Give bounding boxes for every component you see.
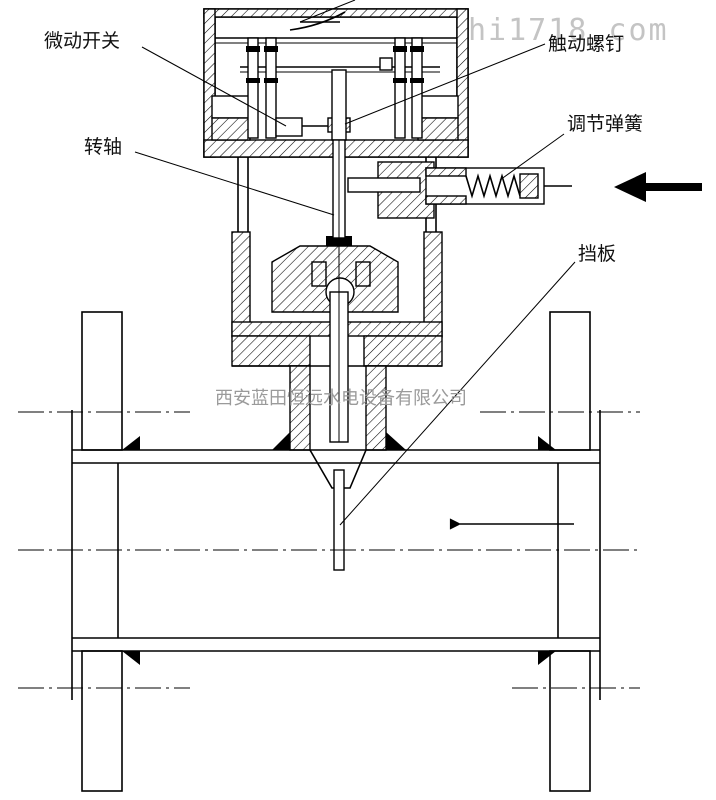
baffle-plate — [333, 469, 345, 571]
lower-neck — [289, 365, 387, 489]
switch-housing — [203, 8, 469, 158]
label-micro-switch: 微动开关 — [44, 30, 120, 52]
rotating-shaft — [329, 139, 349, 443]
label-baffle: 挡板 — [578, 243, 616, 265]
label-trigger-screw: 触动螺钉 — [548, 33, 624, 55]
right-flange — [549, 311, 591, 792]
bearing-block — [271, 236, 399, 313]
centre-lines — [18, 411, 640, 689]
company-watermark: 西安蓝田恒远水电设备有限公司 — [215, 388, 467, 409]
label-adjust-spring: 调节弹簧 — [567, 113, 643, 135]
leader-lines — [134, 0, 576, 526]
pipe-body — [71, 410, 601, 700]
bold-arrow-left-icon — [614, 172, 702, 202]
adjust-spring-assembly — [347, 161, 572, 219]
label-shaft: 转轴 — [84, 136, 122, 158]
site-watermark: hi1718.com — [468, 13, 669, 48]
left-flange — [81, 311, 123, 792]
